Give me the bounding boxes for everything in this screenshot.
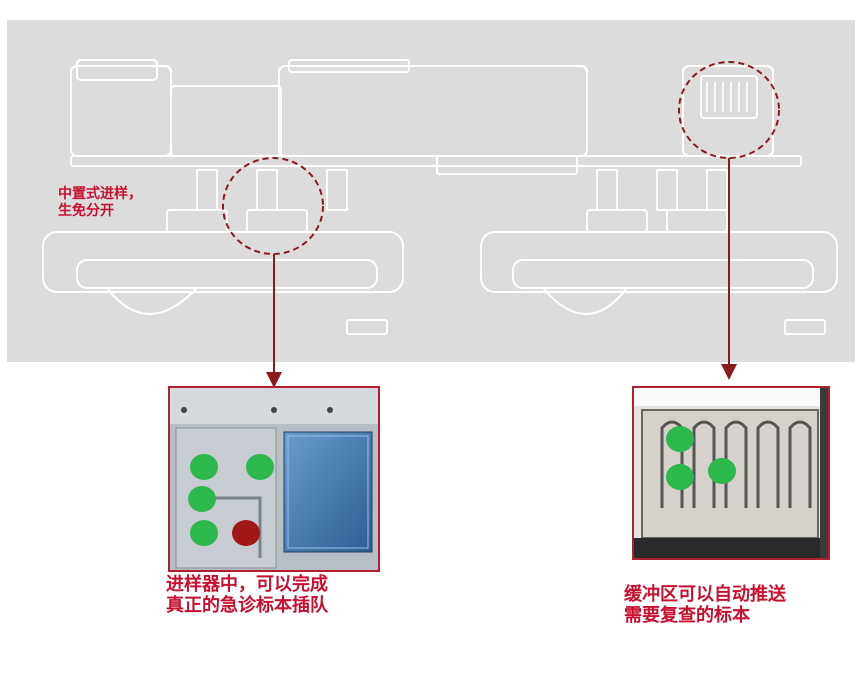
buffer-dot	[708, 458, 736, 484]
analyzer-outline-drawing	[42, 59, 838, 335]
buffer-closeup-photo	[632, 386, 830, 560]
sampler-caption-line2: 真正的急诊标本插队	[166, 595, 328, 616]
sampler-dot-red	[232, 520, 260, 546]
analyzer-schematic-panel	[7, 20, 855, 362]
sampler-dot	[188, 486, 216, 512]
buffer-caption-line1: 缓冲区可以自动推送	[624, 584, 786, 605]
buffer-dot	[666, 464, 694, 490]
sampler-caption: 进样器中，可以完成 真正的急诊标本插队	[166, 574, 328, 616]
sampler-dot	[190, 520, 218, 546]
center-sampling-label: 中置式进样， 生免分开	[58, 186, 142, 220]
sampler-callout-circle	[222, 157, 324, 255]
buffer-callout-circle	[678, 61, 780, 159]
buffer-photo-drawing	[634, 388, 828, 558]
center-sampling-text: 中置式进样， 生免分开	[58, 186, 142, 219]
sampler-dot	[190, 454, 218, 480]
sampler-closeup-photo	[168, 386, 380, 572]
buffer-caption: 缓冲区可以自动推送 需要复查的标本	[624, 584, 786, 626]
buffer-caption-line2: 需要复查的标本	[624, 605, 750, 626]
sampler-dot	[246, 454, 274, 480]
buffer-dot	[666, 426, 694, 452]
sampler-caption-line1: 进样器中，可以完成	[166, 574, 328, 595]
